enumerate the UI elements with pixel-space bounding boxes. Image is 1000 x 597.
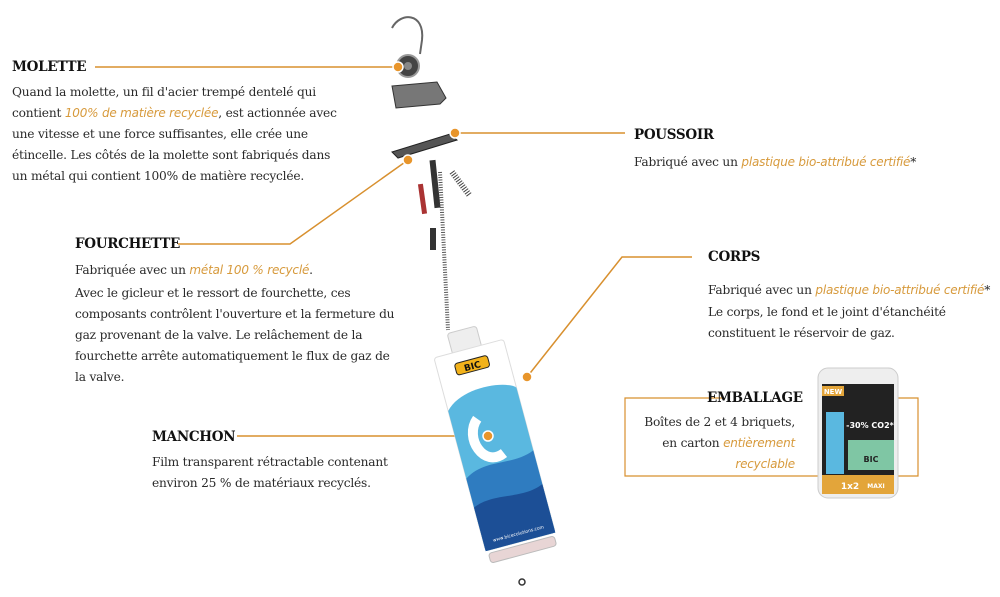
molette-title: MOLETTE	[12, 59, 87, 75]
fourchette-description-2: Avec le gicleur et le ressort de fourche…	[75, 286, 395, 384]
package-co2: -30% CO2*	[846, 421, 894, 430]
manchon-title: MANCHON	[152, 429, 236, 445]
valve-part	[429, 159, 441, 209]
manchon-description: Film transparent rétractable contenant e…	[152, 455, 388, 490]
fourchette-description: Fabriquée avec un métal 100 % recyclé.	[75, 263, 313, 277]
corps-leader	[526, 256, 692, 378]
spring-part	[438, 171, 450, 331]
package-image: NEW -30% CO2* BIC 1x2 MAXI	[817, 367, 899, 499]
package-badge: NEW	[824, 388, 843, 396]
emballage-frame	[624, 397, 919, 477]
package-count: 1x2	[841, 482, 859, 492]
windguard-part	[391, 81, 447, 109]
emballage-title: EMBALLAGE	[707, 390, 803, 406]
cylinder-part	[430, 228, 436, 250]
screw-part	[518, 578, 526, 586]
corps-description-2: Le corps, le fond et le joint d'étanchéi…	[708, 305, 946, 340]
lighter-body: BIC www.bicecolutions.com	[434, 326, 557, 563]
lighter-brand: BIC	[463, 360, 482, 374]
package-size: MAXI	[867, 483, 884, 490]
corps-title: CORPS	[708, 249, 761, 265]
poussoir-title: POUSSOIR	[634, 127, 714, 143]
emballage-description: Boîtes de 2 et 4 briquets, en carton ent…	[644, 415, 795, 471]
spring-small-part	[449, 170, 473, 198]
corps-description: Fabriqué avec un plastique bio-attribué …	[708, 283, 991, 297]
poussoir-description: Fabriqué avec un plastique bio-attribué …	[634, 155, 917, 169]
fourchette-title: FOURCHETTE	[75, 236, 181, 252]
fork-part	[391, 133, 459, 159]
molette-description: Quand la molette, un fil d'acier trempé …	[12, 85, 337, 183]
hook-part	[391, 16, 424, 55]
package-brand: BIC	[864, 455, 879, 464]
fourchette-leader	[178, 159, 409, 245]
callout-dots	[392, 61, 533, 442]
nozzle-part	[417, 183, 428, 215]
